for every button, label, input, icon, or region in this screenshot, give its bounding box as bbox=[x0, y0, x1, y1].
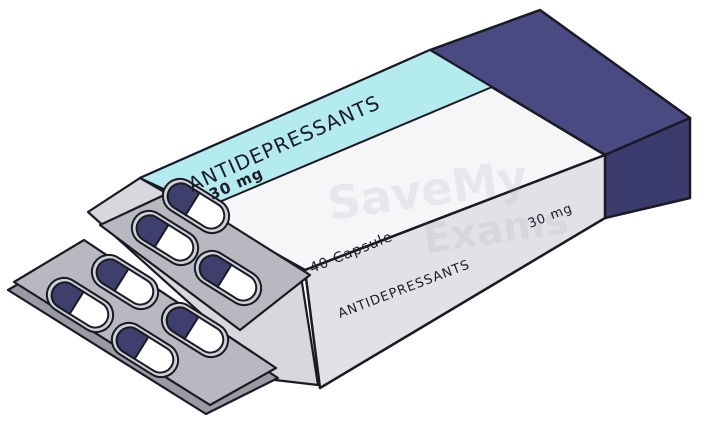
back-tray-capsules bbox=[130, 177, 263, 307]
capsule bbox=[110, 321, 180, 379]
front-blister-tray bbox=[6, 238, 280, 416]
capsule bbox=[45, 276, 115, 334]
capsule bbox=[130, 209, 200, 267]
capsule bbox=[90, 253, 160, 311]
back-blister-tray bbox=[86, 176, 320, 387]
box-front-face bbox=[303, 153, 607, 390]
capsule bbox=[160, 301, 230, 359]
capsule bbox=[193, 249, 263, 307]
capsule bbox=[161, 177, 231, 235]
front-tray-capsules bbox=[45, 253, 230, 379]
